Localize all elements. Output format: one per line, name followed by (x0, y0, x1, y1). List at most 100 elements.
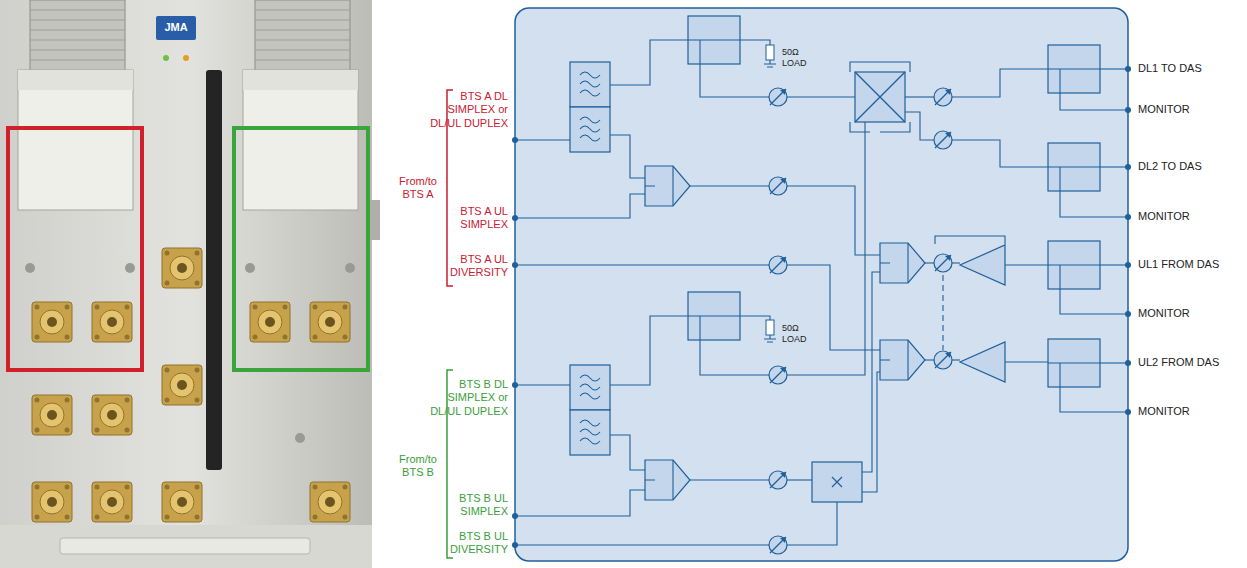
port-label: BTS A UL SIMPLEX (424, 205, 508, 231)
components (769, 256, 787, 274)
device-photo (250, 302, 290, 342)
wiring (610, 40, 688, 85)
wiring (515, 40, 1128, 545)
load-label: 50Ω LOAD (782, 47, 816, 69)
wiring (787, 479, 812, 480)
logo-text: JMA (156, 21, 196, 34)
components (1048, 339, 1100, 387)
port-label: DL2 TO DAS (1138, 160, 1242, 173)
wiring (925, 262, 934, 263)
wiring (515, 544, 769, 545)
device-photo (243, 70, 358, 90)
port-dots (1125, 409, 1131, 415)
wiring (700, 64, 769, 97)
device-photo (162, 248, 202, 288)
device-photo (206, 70, 222, 470)
device-photo (0, 525, 372, 568)
components (769, 366, 787, 384)
wiring (1060, 387, 1128, 412)
port-label: BTS A UL DIVERSITY (424, 253, 508, 279)
wiring (925, 359, 934, 360)
port-dots (1125, 360, 1131, 366)
components (880, 243, 925, 283)
port-label: UL1 FROM DAS (1138, 258, 1242, 271)
components (570, 410, 610, 455)
port-label: MONITOR (1138, 405, 1242, 418)
components (960, 342, 1005, 382)
highlight-box (234, 128, 368, 370)
device-photo (345, 263, 355, 273)
wiring (515, 384, 570, 385)
device-photo (162, 482, 202, 522)
device-photo (183, 55, 189, 61)
wiring (1060, 289, 1128, 314)
components (1048, 241, 1100, 289)
port-label: DL1 TO DAS (1138, 62, 1242, 75)
port-label: BTS B UL DIVERSITY (424, 530, 508, 556)
device-photo (295, 433, 305, 443)
components (769, 177, 787, 195)
wiring (935, 236, 1005, 244)
wiring (952, 69, 1048, 97)
device-photo (18, 70, 133, 210)
port-dots (1125, 164, 1131, 170)
hybrid-symbol (855, 72, 905, 122)
components (688, 16, 740, 64)
device-photo (92, 395, 132, 435)
port-label: MONITOR (1138, 210, 1242, 223)
crossover-symbol (832, 477, 842, 487)
port-label: MONITOR (1138, 103, 1242, 116)
device-photo (163, 55, 169, 61)
wiring (740, 40, 770, 45)
resistor-symbol (766, 320, 774, 335)
components (570, 107, 610, 152)
components (934, 131, 952, 149)
components (1048, 45, 1100, 93)
port-label: MONITOR (1138, 307, 1242, 320)
wiring (905, 112, 934, 140)
wiring (610, 135, 645, 178)
device-photo (18, 70, 133, 90)
device-photo (32, 482, 72, 522)
wiring (787, 186, 880, 255)
wiring (1060, 191, 1128, 217)
port-dots (1125, 214, 1131, 220)
components (960, 245, 1005, 285)
device-photo (60, 538, 310, 554)
load-label: 50Ω LOAD (782, 323, 816, 345)
wiring (515, 194, 645, 218)
components (688, 292, 740, 340)
wiring (740, 316, 770, 320)
wiring (862, 372, 880, 492)
port-dots (1125, 262, 1131, 268)
device-photo (30, 0, 125, 72)
wiring (1100, 264, 1128, 265)
components (934, 351, 952, 369)
wiring (942, 275, 943, 350)
device-photo (370, 200, 380, 240)
components (769, 88, 787, 106)
port-label: BTS B DL SIMPLEX or DL/UL DUPLEX (424, 378, 508, 418)
device-photo (25, 263, 35, 273)
port-dots (1125, 66, 1131, 72)
wiring (1100, 68, 1128, 69)
device-photo (0, 0, 380, 568)
port-dots (512, 382, 518, 388)
wiring (515, 264, 769, 265)
device-photo (32, 302, 72, 342)
wiring (764, 64, 776, 67)
device-photo (0, 0, 372, 568)
wiring (952, 262, 960, 263)
components (934, 88, 952, 106)
wiring (515, 139, 570, 140)
wiring (850, 62, 910, 72)
components (570, 16, 1100, 554)
port-dots (512, 262, 518, 268)
wiring (905, 96, 934, 97)
port-dots (512, 215, 518, 221)
device-photo (255, 0, 350, 72)
device-photo (156, 16, 196, 40)
device-photo (310, 302, 350, 342)
